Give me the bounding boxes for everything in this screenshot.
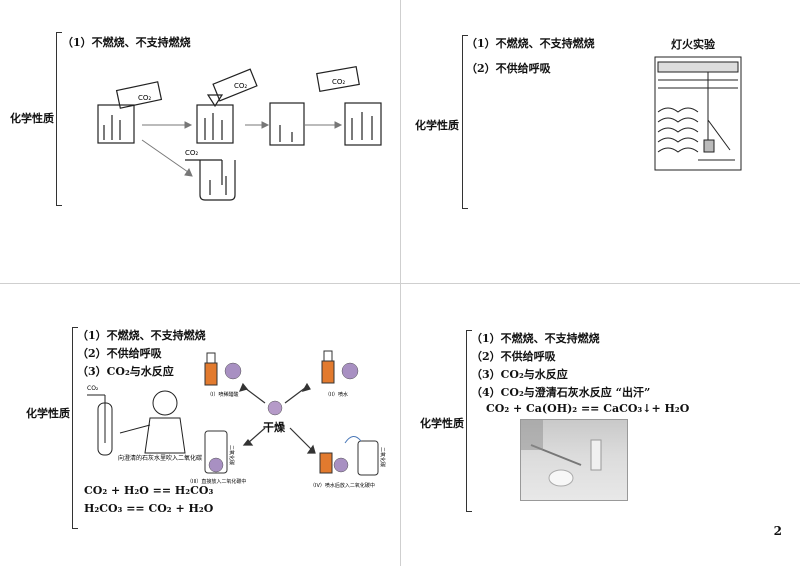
co2-label-1: CO₂	[138, 94, 151, 102]
page-number: 2	[773, 524, 782, 538]
caption-i: （I）喷稀醋酸	[207, 391, 238, 398]
center-flower	[267, 400, 283, 416]
slide-4: 化学性质 （1）不燃烧、不支持燃烧 （2）不供给呼吸 （3）CO₂与水反应 （4…	[400, 283, 800, 566]
slide-4-item-4: （4）CO₂与澄清石灰水反应 “出汗”	[471, 386, 651, 399]
limewater-photo	[520, 419, 628, 501]
slide-3-item-3: （3）CO₂与水反应	[77, 365, 174, 378]
slide-2: 化学性质 （1）不燃烧、不支持燃烧 （2）不供给呼吸 灯火实验	[400, 0, 800, 283]
slide-3-side-label: 化学性质	[26, 407, 70, 420]
caption-ii: （II）喷水	[325, 391, 348, 398]
co2-label-4: CO₂	[185, 149, 198, 157]
slide-1: 化学性质 （1）不燃烧、不支持燃烧 CO₂ CO₂	[0, 0, 400, 283]
horizontal-divider	[0, 283, 800, 284]
slide-2-item-1: （1）不燃烧、不支持燃烧	[466, 37, 595, 50]
slide-2-side-label: 化学性质	[415, 119, 459, 132]
slide-1-brace	[56, 32, 62, 206]
slide-1-item-1: （1）不燃烧、不支持燃烧	[62, 36, 191, 49]
caption-co2-jar-1: 二氧化碳	[228, 445, 235, 465]
caption-co2-jar-2: 二氧化碳	[379, 447, 386, 467]
lamp-test-title: 灯火实验	[671, 38, 715, 51]
slide-4-brace	[466, 330, 472, 512]
limewater-equation: CO₂ + Ca(OH)₂ == CaCO₃↓+ H₂O	[486, 402, 690, 415]
dry-label: 干燥	[263, 421, 285, 434]
slide-4-item-1: （1）不燃烧、不支持燃烧	[471, 332, 600, 345]
caption-limewater: 向澄清的石灰水里吹入二氧化碳	[118, 454, 202, 462]
slide-3: 化学性质 （1）不燃烧、不支持燃烧 （2）不供给呼吸 （3）CO₂与水反应 CO…	[0, 283, 400, 566]
equation-1: CO₂ + H₂O == H₂CO₃	[84, 484, 214, 497]
slide-3-brace	[72, 327, 78, 529]
equation-2: H₂CO₃ == CO₂ + H₂O	[84, 502, 214, 515]
slide-4-side-label: 化学性质	[420, 417, 464, 430]
slide-4-item-2: （2）不供给呼吸	[471, 350, 556, 363]
co2-label-3: CO₂	[332, 78, 345, 86]
slide-3-item-1: （1）不燃烧、不支持燃烧	[77, 329, 206, 342]
slide-2-item-2: （2）不供给呼吸	[466, 62, 551, 75]
litmus-flower-illustration: CO₂ 向澄清的石灰水里吹入二氧化碳 （I）喷稀醋酸 （II）喷水	[87, 350, 386, 489]
co2-label-2: CO₂	[234, 82, 247, 90]
caption-iv: （IV）喷水后放入二氧化碳中	[310, 482, 375, 489]
slide-3-item-2: （2）不供给呼吸	[77, 347, 162, 360]
slide-1-side-label: 化学性质	[10, 112, 54, 125]
caption-co2: CO₂	[87, 385, 99, 392]
caption-iii: （III）直接放入二氧化碳中	[187, 478, 246, 485]
slide-2-brace	[462, 35, 468, 209]
slide-4-item-3: （3）CO₂与水反应	[471, 368, 568, 381]
lamp-test-illustration	[654, 56, 742, 171]
candle-experiment-illustration: CO₂ CO₂ CO₂	[97, 65, 382, 201]
